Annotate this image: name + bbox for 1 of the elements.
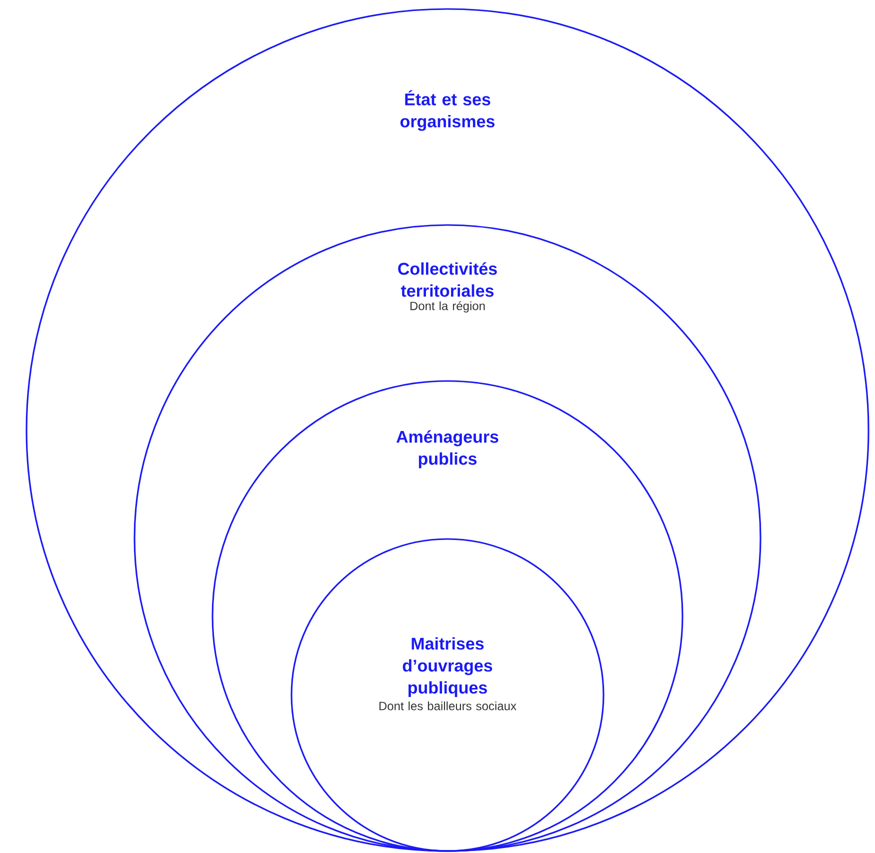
circle-ring: Maitrises d’ouvrages publiques Dont les bailleurs sociaux (290, 538, 604, 852)
